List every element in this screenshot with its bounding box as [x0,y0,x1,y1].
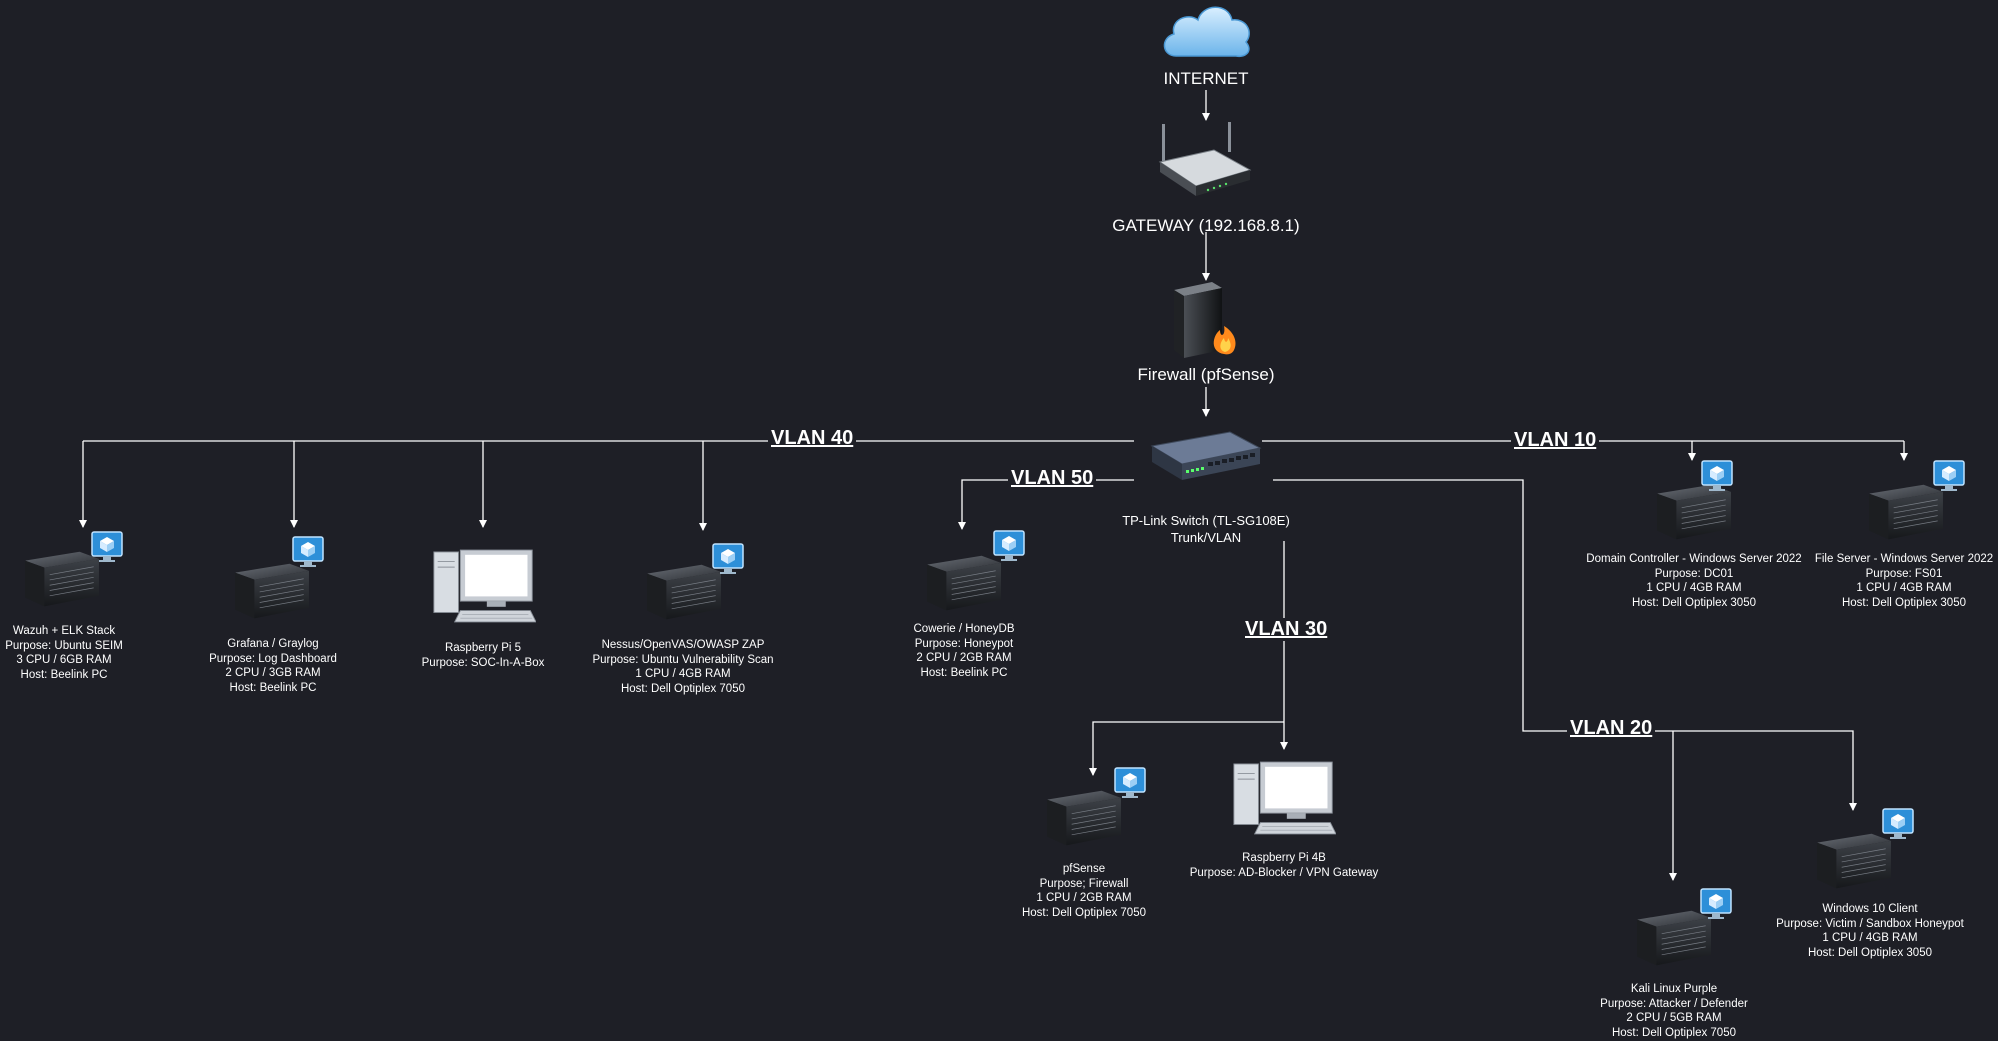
rpi5-label: Raspberry Pi 5 Purpose: SOC-In-A-Box [393,641,573,670]
kali-name: Kali Linux Purple [1630,983,1718,995]
nessus-label: Nessus/OpenVAS/OWASP ZAP Purpose: Ubuntu… [573,638,793,696]
nessus-specs: 1 CPU / 4GB RAM [635,668,731,680]
dc-host: Host: Dell Optiplex 3050 [1631,596,1756,609]
win10-name: Windows 10 Client [1822,903,1918,915]
pfsense-name: pfSense [1062,863,1106,875]
internet-label: INTERNET [1163,69,1249,88]
switch-label: TP-Link Switch (TL-SG108E) Trunk/VLAN [1056,512,1356,546]
router-icon[interactable] [1158,122,1252,212]
vm-badge-icon [712,543,744,575]
wazuh-specs: 3 CPU / 6GB RAM [16,654,112,666]
cowrie-host: Host: Beelink PC [920,666,1008,679]
grafana-name: Grafana / Graylog [227,638,319,650]
grafana-specs: 2 CPU / 3GB RAM [225,667,321,679]
win10-specs: 1 CPU / 4GB RAM [1822,932,1918,944]
fs-purpose: Purpose: FS01 [1865,567,1943,580]
link-win10 [1273,479,1857,811]
kali-specs: 2 CPU / 5GB RAM [1626,1012,1722,1024]
workstation-icon [1232,760,1336,836]
vm-badge-icon [1882,808,1914,840]
vlan50-label: VLAN 50 [1008,467,1097,490]
dc-purpose: Purpose: DC01 [1654,567,1734,580]
vm-badge-icon [1933,460,1965,492]
fs-host: Host: Dell Optiplex 3050 [1841,596,1966,609]
dc-label: Domain Controller - Windows Server 2022 … [1574,552,1814,610]
gateway-label: GATEWAY (192.168.8.1) [1112,216,1300,235]
vlan40-label: VLAN 40 [768,427,857,450]
workstation-icon [432,548,536,624]
cowrie-name: Cowerie / HoneyDB [913,623,1015,635]
nessus-name: Nessus/OpenVAS/OWASP ZAP [601,639,765,651]
grafana-host: Host: Beelink PC [229,681,317,694]
wazuh-host: Host: Beelink PC [20,668,108,681]
grafana-purpose: Purpose: Log Dashboard [209,652,337,665]
vm-badge-icon [91,531,123,563]
vm-badge-icon [993,530,1025,562]
switch-model: TP-Link Switch (TL-SG108E) [1122,513,1290,528]
link-pfsense [1089,721,1284,776]
rpi4-label: Raspberry Pi 4B Purpose: AD-Blocker / VP… [1164,851,1404,880]
vm-badge-icon [292,536,324,568]
cloud-icon [1163,6,1250,58]
wazuh-label: Wazuh + ELK Stack Purpose: Ubuntu SEIM 3… [0,624,148,682]
pfsense-specs: 1 CPU / 2GB RAM [1036,892,1132,904]
wazuh-name: Wazuh + ELK Stack [12,625,116,637]
switch-icon[interactable] [1150,428,1262,488]
win10-purpose: Purpose: Victim / Sandbox Honeypot [1776,917,1964,930]
vlan20-label: VLAN 20 [1567,717,1656,740]
cowrie-specs: 2 CPU / 2GB RAM [916,652,1012,664]
rpi5-name: Raspberry Pi 5 [444,642,522,654]
win10-host: Host: Dell Optiplex 3050 [1807,946,1932,959]
vm-badge-icon [1701,460,1733,492]
rpi4-purpose: Purpose: AD-Blocker / VPN Gateway [1189,866,1379,879]
pfsense-purpose: Purpose; Firewall [1039,877,1129,890]
vlan30-label: VLAN 30 [1242,618,1331,641]
kali-host: Host: Dell Optiplex 7050 [1611,1026,1736,1039]
pfsense-label: pfSense Purpose; Firewall 1 CPU / 2GB RA… [994,862,1174,920]
kali-purpose: Purpose: Attacker / Defender [1600,997,1748,1010]
rpi5-purpose: Purpose: SOC-In-A-Box [421,656,545,669]
nessus-host: Host: Dell Optiplex 7050 [620,682,745,695]
switch-mode: Trunk/VLAN [1170,530,1242,545]
pfsense-host: Host: Dell Optiplex 7050 [1021,906,1146,919]
fs-specs: 1 CPU / 4GB RAM [1856,582,1952,594]
grafana-label: Grafana / Graylog Purpose: Log Dashboard… [183,637,363,695]
win10-label: Windows 10 Client Purpose: Victim / Sand… [1750,902,1990,960]
firewall-label: Firewall (pfSense) [1137,365,1275,384]
vm-badge-icon [1700,888,1732,920]
fs-name: File Server - Windows Server 2022 [1814,553,1994,565]
dc-name: Domain Controller - Windows Server 2022 [1586,553,1802,565]
fs-label: File Server - Windows Server 2022 Purpos… [1812,552,1996,610]
firewall-icon[interactable] [1172,280,1240,360]
kali-label: Kali Linux Purple Purpose: Attacker / De… [1574,982,1774,1040]
cowrie-purpose: Purpose: Honeypot [914,637,1014,650]
vm-badge-icon [1114,767,1146,799]
rpi4-name: Raspberry Pi 4B [1242,852,1326,864]
nessus-purpose: Purpose: Ubuntu Vulnerability Scan [592,653,774,666]
dc-specs: 1 CPU / 4GB RAM [1646,582,1742,594]
cowrie-label: Cowerie / HoneyDB Purpose: Honeypot 2 CP… [874,622,1054,680]
wazuh-purpose: Purpose: Ubuntu SEIM [5,639,123,652]
vlan10-label: VLAN 10 [1511,429,1600,452]
